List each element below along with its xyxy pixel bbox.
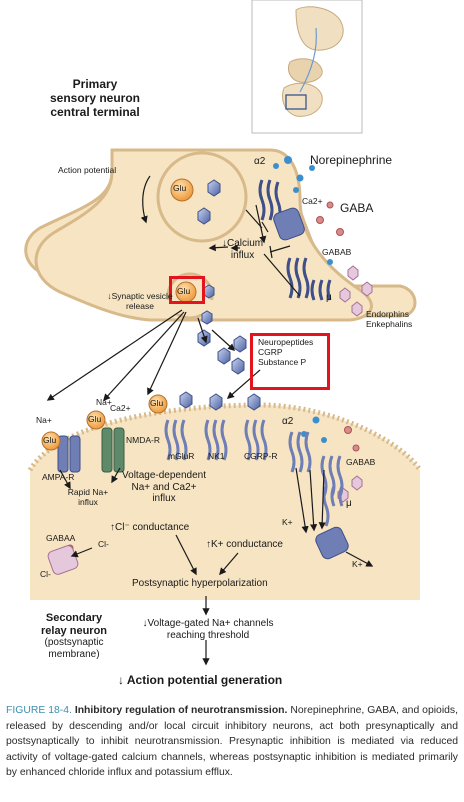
ampa-r-label: AMPA-R — [42, 472, 75, 482]
mu-bottom-label: μ — [346, 498, 352, 509]
cgrp-r-label: CGRP-R — [244, 451, 278, 461]
rapid-na-label: Rapid Na+ influx — [67, 487, 109, 507]
glu-vesicle-label: Glu — [173, 183, 187, 193]
released-neuropeptides — [179, 329, 261, 411]
figure-number: FIGURE 18-4. — [6, 705, 72, 716]
mu-top-label: μ — [326, 292, 332, 303]
cl-conductance-label: ↑Cl⁻ conductance — [110, 522, 190, 533]
glutamate-highlight-box — [169, 276, 205, 304]
gaba-b-bottom-label: GABAB — [346, 457, 376, 467]
glu-nmda-label: Glu — [88, 414, 102, 424]
inhibition-lines — [245, 209, 301, 297]
figure-caption: FIGURE 18-4. Inhibitory regulation of ne… — [6, 703, 458, 781]
neuropeptides-label: Neuropeptides CGRP Substance P — [258, 337, 314, 367]
gaba-a-label: GABAA — [46, 533, 76, 543]
k-conductance-label: ↑K+ conductance — [206, 539, 283, 550]
action-potential-generation-label: ↓ Action potential generation — [118, 673, 283, 687]
glu-highlighted-label: Glu — [177, 286, 191, 296]
secondary-neuron-label: Secondary relay neuron (postsynaptic mem… — [40, 612, 108, 660]
figure-title: Inhibitory regulation of neurotransmissi… — [74, 705, 288, 716]
mglur-label: mGluR — [168, 451, 195, 461]
postsynaptic-receptors — [47, 419, 349, 575]
gaba-label: GABA — [340, 201, 374, 215]
neuropeptides-highlight-box — [250, 333, 330, 390]
presynaptic-receptors — [258, 179, 332, 301]
cl-out-label: Cl- — [40, 569, 51, 579]
vesicle-molecules — [170, 178, 221, 325]
primary-neuron-label: Primary sensory neuron central terminal — [49, 77, 141, 119]
glu-ampa-label: Glu — [43, 435, 57, 445]
cl-in-label: Cl- — [98, 539, 109, 549]
glu-mglur-label: Glu — [150, 398, 164, 408]
nk1-label: NK1 — [208, 451, 225, 461]
k-in-label: K+ — [282, 517, 293, 527]
spinal-cord-inset — [251, 0, 363, 134]
ca-mid-label: Ca2+ — [110, 403, 131, 413]
postsynaptic-glutamate — [41, 394, 168, 451]
alpha2-bottom-label: α2 — [282, 416, 294, 427]
alpha2-label: α2 — [254, 156, 266, 167]
gaba-b-top-label: GABAB — [322, 247, 352, 257]
ca2-top-label: Ca2+ — [302, 196, 323, 206]
na-channels-label: ↓Voltage-gated Na+ channels reaching thr… — [142, 618, 274, 641]
nmda-r-label: NMDA-R — [126, 435, 160, 445]
hyperpolarization-label: Postsynaptic hyperpolarization — [132, 578, 268, 589]
na-mid-label: Na+ — [96, 397, 112, 407]
voltage-dependent-label: Voltage-dependent Na+ and Ca2+ influx — [122, 470, 206, 504]
k-out-label: K+ — [352, 559, 363, 569]
calcium-influx-label: ↓Calcium influx — [222, 238, 264, 261]
action-potential-label: Action potential — [58, 165, 117, 175]
endorphins-label: Endorphins Enkephalins — [366, 309, 413, 329]
synaptic-release-label: ↓Synaptic vesicle release — [107, 291, 173, 311]
pathway-arrows — [46, 175, 374, 666]
norepinephrine-label: Norepinephrine — [310, 153, 393, 167]
figure-caption-text: Norepinephrine, GABA, and opioids, relea… — [6, 705, 458, 779]
na-left-label: Na+ — [36, 415, 52, 425]
